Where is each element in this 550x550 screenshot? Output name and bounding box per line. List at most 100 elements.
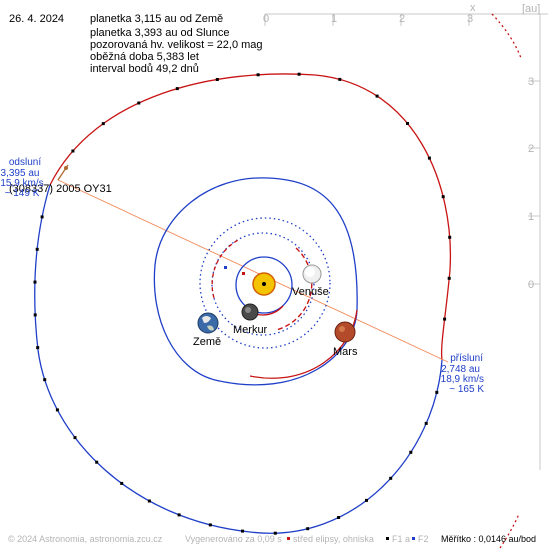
asteroid-name: (308337) 2005 OY31: [9, 183, 112, 195]
inner-red-arc: [275, 247, 313, 331]
orbit-point: [338, 77, 342, 81]
mercury-label: Merkur: [233, 324, 268, 336]
orbit-point: [297, 72, 301, 76]
orbit-point: [406, 122, 409, 125]
y-tick-label: 1: [528, 211, 534, 223]
scale-text: Měřítko : 0,0146 au/bod: [441, 534, 536, 544]
mars-orbit: [153, 177, 358, 386]
orbit-point: [33, 280, 37, 284]
f1-legend-marker: [386, 537, 389, 540]
outer-orbit-arc: [499, 513, 520, 549]
orbit-point: [40, 215, 44, 219]
center-legend-marker: [287, 537, 290, 540]
orbit-point: [215, 78, 219, 81]
x-tick-label: 2: [399, 13, 405, 25]
orbit-point: [95, 460, 99, 464]
focus-marker: [224, 266, 227, 269]
unit-label: [au]: [522, 3, 540, 15]
orbit-point: [443, 317, 447, 321]
perihelion-speed: 18,9 km/s: [441, 374, 484, 385]
orbit-points: [33, 72, 452, 535]
mercury-orbit: [235, 256, 293, 314]
orbit-point: [409, 450, 413, 454]
date-label: 26. 4. 2024: [9, 13, 64, 25]
venus-label: Venuše: [292, 286, 329, 298]
venus-orbit-red: [211, 238, 241, 299]
orbit-point: [306, 527, 310, 531]
info-line: interval bodů 49,2 dnů: [90, 63, 199, 75]
info-line: pozorovaná hv. velikost = 22,0 mag: [90, 39, 263, 51]
orbit-point: [389, 476, 393, 480]
y-tick-label: 2: [528, 143, 534, 155]
aphelion-distance: 3,395 au: [1, 168, 40, 179]
orbit-point: [447, 276, 451, 280]
perihelion-distance: 2,748 au: [441, 364, 480, 375]
perihelion-temperature: ~ 165 K: [449, 384, 484, 395]
aphelion-title: odsluní: [9, 157, 41, 168]
perihelion-info: přísluní 2,748 au 18,9 km/s ~ 165 K: [441, 353, 485, 395]
mercury: [241, 303, 259, 321]
orbit-point: [137, 101, 141, 105]
mars-label: Mars: [333, 346, 358, 358]
orbit-point: [241, 529, 244, 533]
orbit-point: [73, 436, 77, 440]
coordinate-frame: 0 1 2 3 x [au] 3 2 1 0: [263, 2, 548, 470]
venus-orbit: [211, 232, 315, 336]
ellipse-center-marker: [242, 272, 245, 275]
asteroid-marker: [57, 164, 69, 181]
x-axis-label: x: [470, 2, 476, 14]
info-line: planetka 3,115 au od Země: [90, 13, 223, 25]
footer: © 2024 Astronomia, astronomia.zcu.cz Vyg…: [8, 534, 536, 544]
orbit-point: [208, 523, 212, 527]
orbit-point: [35, 247, 39, 251]
orbit-point: [33, 313, 37, 317]
orbit-point: [441, 195, 445, 199]
orbit-point: [101, 122, 105, 126]
earth-orbit: [199, 217, 331, 349]
orbit-point: [147, 499, 151, 503]
f2-legend-text: F2: [418, 534, 429, 544]
aphelion-temperature: ~ 149 K: [5, 188, 40, 199]
orbit-point: [43, 378, 47, 382]
x-tick-label: 3: [467, 13, 473, 25]
earth: [197, 312, 219, 334]
orbit-point: [365, 498, 368, 502]
orbit-point: [71, 149, 75, 153]
info-line: planetka 3,393 au od Slunce: [90, 27, 229, 39]
orbit-point: [435, 390, 439, 394]
generated-text: Vygenerováno za 0,09 s: [185, 534, 282, 544]
info-line: oběžná doba 5,383 let: [90, 51, 199, 63]
mars-orbit-red: [249, 309, 358, 379]
orbit-point: [427, 156, 431, 160]
orbit-point: [448, 235, 452, 239]
info-block: planetka 3,115 au od Země planetka 3,393…: [90, 13, 263, 75]
orbit-point: [36, 346, 40, 350]
orbit-point: [375, 94, 379, 98]
f2-legend-marker: [412, 537, 415, 540]
orbit-point: [337, 516, 341, 519]
orbit-point: [55, 408, 59, 412]
earth-label: Země: [193, 336, 221, 348]
f1-legend-text: F1 a: [392, 534, 410, 544]
aphelion-info: odsluní 3,395 au 15,9 km/s ~ 149 K: [0, 157, 43, 199]
orbit-point: [177, 513, 181, 517]
aphelion-speed: 15,9 km/s: [0, 178, 43, 189]
orbit-point: [120, 481, 124, 485]
apsides-line: [57, 179, 449, 363]
center-legend-text: střed elipsy, ohniska: [293, 534, 374, 544]
orbit-point: [424, 421, 428, 425]
mars: [334, 321, 356, 343]
y-tick-label: 0: [528, 279, 534, 291]
perihelion-title: přísluní: [450, 353, 483, 364]
orbit-point: [256, 73, 260, 77]
venus: [302, 264, 322, 284]
orbit-point: [273, 531, 277, 535]
y-tick-label: 3: [528, 76, 534, 88]
x-tick-label: 0: [263, 13, 269, 25]
x-tick-label: 1: [331, 13, 337, 25]
outer-orbit-arc: [491, 13, 522, 59]
orbit-point: [175, 87, 179, 91]
sun: [252, 272, 276, 296]
